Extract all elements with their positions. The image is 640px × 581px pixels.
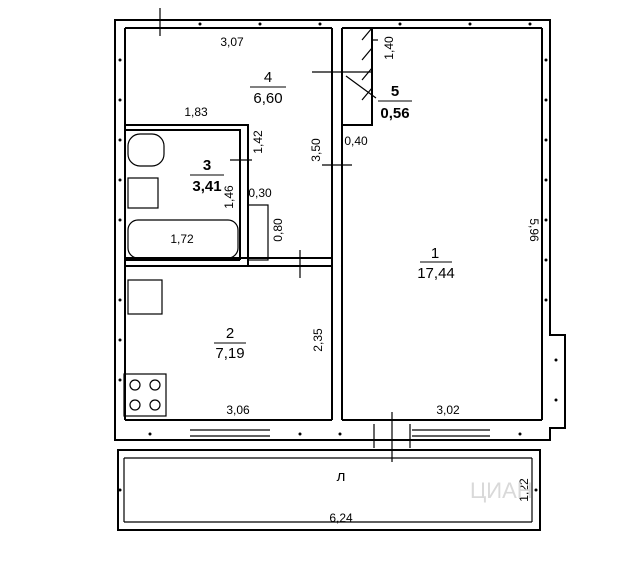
room-2-area: 7,19	[215, 345, 244, 362]
dim-room2-height: 2,35	[311, 328, 325, 352]
dim-room1-height: 5,96	[527, 218, 541, 242]
dim-room3-width: 1,42	[251, 130, 265, 154]
dim-niche-top: 0,30	[248, 186, 272, 200]
room-3-number: 3	[203, 157, 211, 174]
dim-balcony-depth: 1,22	[517, 478, 531, 502]
balcony	[117, 449, 541, 531]
kitchen-sink-icon	[127, 279, 163, 315]
room-2-number: 2	[226, 325, 234, 342]
room-1-number: 1	[431, 245, 439, 262]
dim-balcony-width: 6,24	[329, 511, 353, 525]
sink-icon	[127, 177, 159, 209]
dim-bath-length: 1,72	[170, 232, 194, 246]
dim-corridor-height: 3,50	[309, 138, 323, 162]
dim-room1-bottom: 3,02	[436, 403, 460, 417]
room-4-number: 4	[264, 69, 272, 86]
wall-texture	[118, 22, 558, 492]
dim-room4-inner: 1,83	[184, 105, 208, 119]
stove-icon	[123, 373, 167, 417]
room-5-number: 5	[391, 83, 399, 100]
toilet-icon	[127, 133, 165, 167]
dim-room3-height: 1,46	[222, 185, 236, 209]
dim-room2-bottom: 3,06	[226, 403, 250, 417]
dim-room5-bottom: 0,40	[344, 134, 368, 148]
room-3-area: 3,41	[192, 178, 221, 195]
window-left	[190, 429, 270, 437]
watermark: ЦИАН	[470, 478, 533, 503]
dim-room4-top: 3,07	[220, 35, 244, 49]
window-right	[412, 429, 490, 437]
room-5-area: 0,56	[380, 105, 409, 122]
balcony-label: л	[337, 468, 346, 485]
bathtub-icon	[127, 219, 239, 259]
room-1-area: 17,44	[417, 265, 455, 282]
dim-room5-top: 1,40	[382, 36, 396, 60]
dim-niche-side: 0,80	[271, 218, 285, 242]
outer-wall	[114, 19, 566, 441]
niche	[247, 204, 269, 261]
room-4-area: 6,60	[253, 90, 282, 107]
